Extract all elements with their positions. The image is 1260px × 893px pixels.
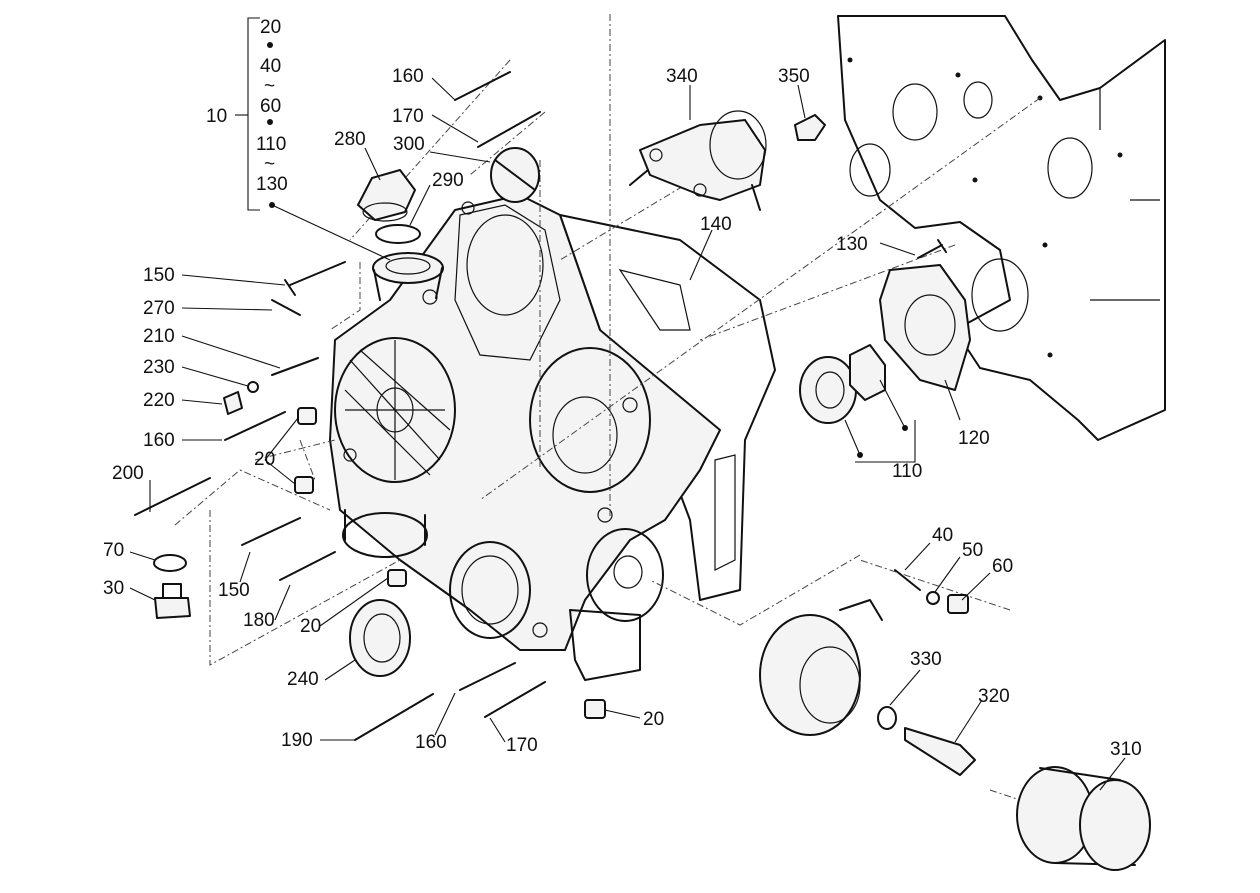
callout-20-mid: 20 xyxy=(300,616,321,637)
callout-320: 320 xyxy=(978,686,1010,707)
part-280-filler-cap xyxy=(357,169,416,222)
callout-200: 200 xyxy=(112,463,144,484)
callout-280: 280 xyxy=(334,129,366,150)
part-310-oil-filter xyxy=(1016,766,1151,871)
callout-270: 270 xyxy=(143,298,175,319)
callout-10-group-2: 40 xyxy=(260,56,281,77)
pump-ribbed-plate xyxy=(334,337,456,483)
timing-cover-housing xyxy=(329,194,721,681)
callout-10-group-1: 20 xyxy=(260,17,281,38)
part-70-washer xyxy=(153,554,187,572)
callout-330: 330 xyxy=(910,649,942,670)
callout-10-group-6: ~ xyxy=(264,154,275,175)
plug-20-d xyxy=(584,699,606,719)
filler-neck xyxy=(372,252,444,301)
part-30-drain-plug xyxy=(154,583,191,619)
part-110-rotors xyxy=(799,344,886,424)
callout-10-group-4: 60 xyxy=(260,96,281,117)
callout-120: 120 xyxy=(958,428,990,449)
part-40-spring xyxy=(894,569,921,591)
callout-50: 50 xyxy=(962,540,983,561)
assembly-center-lines xyxy=(174,14,1041,801)
plug-20-b xyxy=(294,476,314,494)
callout-10-group-5: 110 xyxy=(256,134,286,155)
plug-20-c xyxy=(387,569,407,587)
callout-70: 70 xyxy=(103,540,124,561)
callout-190: 190 xyxy=(281,730,313,751)
callout-220: 220 xyxy=(143,390,175,411)
group-10-bracket xyxy=(247,17,260,211)
callout-10-group-7: 130 xyxy=(256,174,288,195)
part-120-pump-cover xyxy=(879,264,971,391)
group-110-bracket xyxy=(855,420,916,463)
leader-lines xyxy=(129,77,1126,791)
part-240-seal xyxy=(349,599,411,677)
filter-head xyxy=(759,599,883,736)
left-bolts xyxy=(134,71,546,741)
callout-20-bottom: 20 xyxy=(643,709,664,730)
callout-40: 40 xyxy=(932,525,953,546)
callout-160-left: 160 xyxy=(143,430,175,451)
callout-130: 130 xyxy=(836,234,868,255)
plug-20-a xyxy=(297,407,317,425)
part-300-plug xyxy=(490,147,540,203)
callout-150-left: 150 xyxy=(143,265,175,286)
callout-10: 10 xyxy=(206,106,227,127)
callout-210: 210 xyxy=(143,326,175,347)
callout-150-bottom: 150 xyxy=(218,580,250,601)
callout-230: 230 xyxy=(143,357,175,378)
part-320-nipple xyxy=(904,727,976,776)
callout-170-top: 170 xyxy=(392,106,424,127)
part-350-fitting xyxy=(794,114,826,141)
callout-30: 30 xyxy=(103,578,124,599)
callout-170-bottom: 170 xyxy=(506,735,538,756)
callout-10-group-3: ~ xyxy=(264,76,275,97)
part-50-ball xyxy=(926,591,940,605)
part-130-bolt xyxy=(917,239,947,259)
callout-140: 140 xyxy=(700,214,732,235)
callout-160-bottom: 160 xyxy=(415,732,447,753)
callout-300: 300 xyxy=(393,134,425,155)
callout-310: 310 xyxy=(1110,739,1142,760)
callout-labels: 20 40 ~ 60 110 ~ 130 10 160 170 280 300 … xyxy=(103,17,1142,760)
callout-110: 110 xyxy=(892,461,922,482)
callout-160-top: 160 xyxy=(392,66,424,87)
callout-20-left: 20 xyxy=(254,449,275,470)
engine-block xyxy=(837,15,1166,441)
callout-350: 350 xyxy=(778,66,810,87)
callout-180: 180 xyxy=(243,610,275,631)
callout-340: 340 xyxy=(666,66,698,87)
part-330-washer xyxy=(877,706,897,730)
part-340-solenoid xyxy=(629,110,767,211)
callout-60: 60 xyxy=(992,556,1013,577)
callout-290: 290 xyxy=(432,170,464,191)
part-290-o-ring xyxy=(375,224,421,244)
callout-240: 240 xyxy=(287,669,319,690)
